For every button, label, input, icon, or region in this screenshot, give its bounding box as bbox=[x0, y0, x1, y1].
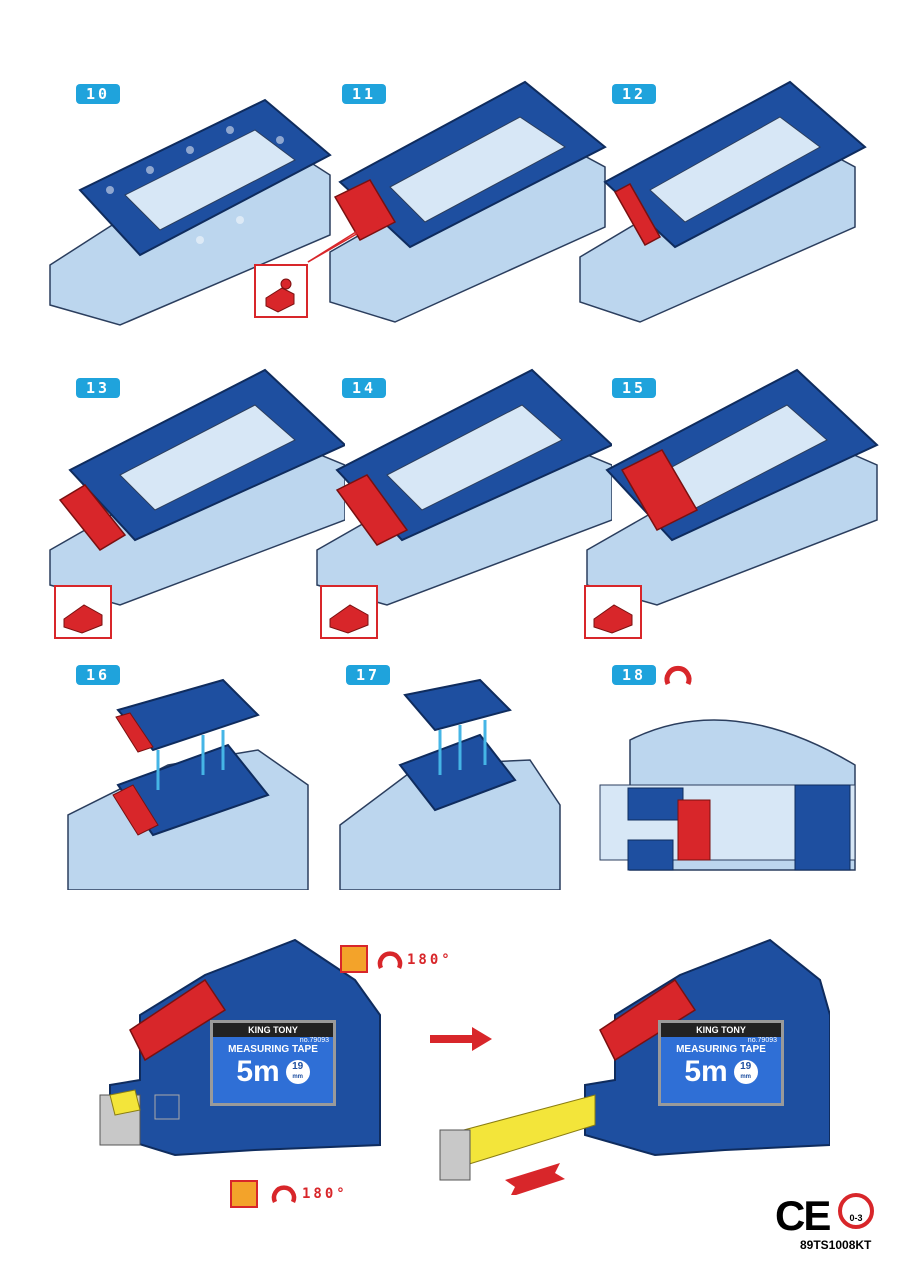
tape-front-plate-right: KING TONY no.79093 MEASURING TAPE 5m 19 … bbox=[658, 1020, 784, 1106]
step-number-11: 11 bbox=[342, 84, 386, 104]
step-13-illustration bbox=[49, 368, 345, 606]
step-13-part-callout bbox=[54, 585, 112, 639]
step-15-illustration bbox=[586, 368, 879, 606]
tape-width-unit: mm bbox=[292, 1074, 303, 1080]
rotate-icon bbox=[377, 951, 403, 969]
model-label: no.79093 bbox=[747, 1037, 777, 1044]
rotation-label-top: 180° bbox=[407, 952, 453, 968]
step-number-13: 13 bbox=[76, 378, 120, 398]
step-number-18: 18 bbox=[612, 665, 656, 685]
step-14-part-callout bbox=[320, 585, 378, 639]
age-warning-icon: 0-3 bbox=[838, 1193, 874, 1229]
red-slope-brick-icon bbox=[265, 278, 295, 313]
age-warning-label: 0-3 bbox=[849, 1213, 863, 1223]
step-number-10: 10 bbox=[76, 84, 120, 104]
red-slope-brick-icon bbox=[593, 604, 633, 634]
brand-label: KING TONY bbox=[213, 1023, 333, 1037]
step-11-part-callout bbox=[254, 264, 308, 318]
tape-width-badge: 19 mm bbox=[733, 1060, 758, 1084]
sticker-callout-top bbox=[340, 945, 368, 973]
ce-mark: CE bbox=[775, 1192, 831, 1239]
tape-length: 5m bbox=[684, 1055, 728, 1088]
step-16-illustration bbox=[67, 678, 309, 890]
step-12-illustration bbox=[579, 80, 867, 323]
step-14-illustration bbox=[316, 368, 612, 606]
step-number-17: 17 bbox=[346, 665, 390, 685]
arrow-right-icon bbox=[430, 1027, 492, 1051]
rotate-icon bbox=[664, 665, 692, 686]
rotate-icon bbox=[271, 1185, 297, 1203]
tape-width-unit: mm bbox=[740, 1074, 751, 1080]
step-number-12: 12 bbox=[612, 84, 656, 104]
step-15-part-callout bbox=[584, 585, 642, 639]
step-18-illustration bbox=[599, 719, 856, 871]
tape-front-plate-left: KING TONY no.79093 MEASURING TAPE 5m 19 … bbox=[210, 1020, 336, 1106]
step-number-15: 15 bbox=[612, 378, 656, 398]
step-number-16: 16 bbox=[76, 665, 120, 685]
product-title: MEASURING TAPE bbox=[676, 1044, 766, 1055]
red-slope-brick-icon bbox=[329, 604, 369, 634]
sticker-callout-bottom bbox=[230, 1180, 258, 1208]
red-slope-brick-icon bbox=[63, 604, 103, 634]
model-label: no.79093 bbox=[299, 1037, 329, 1044]
product-title: MEASURING TAPE bbox=[228, 1044, 318, 1055]
step-11-illustration bbox=[307, 80, 607, 323]
tape-width-value: 19 bbox=[740, 1061, 752, 1072]
step-number-14: 14 bbox=[342, 378, 386, 398]
tape-width-badge: 19 mm bbox=[285, 1060, 310, 1084]
tape-length: 5m bbox=[236, 1055, 280, 1088]
step-10-illustration bbox=[49, 98, 332, 326]
step-17-illustration bbox=[339, 678, 561, 890]
brand-label: KING TONY bbox=[661, 1023, 781, 1037]
rotation-label-bottom: 180° bbox=[302, 1186, 348, 1202]
tape-width-value: 19 bbox=[292, 1061, 304, 1072]
product-code: 89TS1008KT bbox=[800, 1238, 872, 1252]
